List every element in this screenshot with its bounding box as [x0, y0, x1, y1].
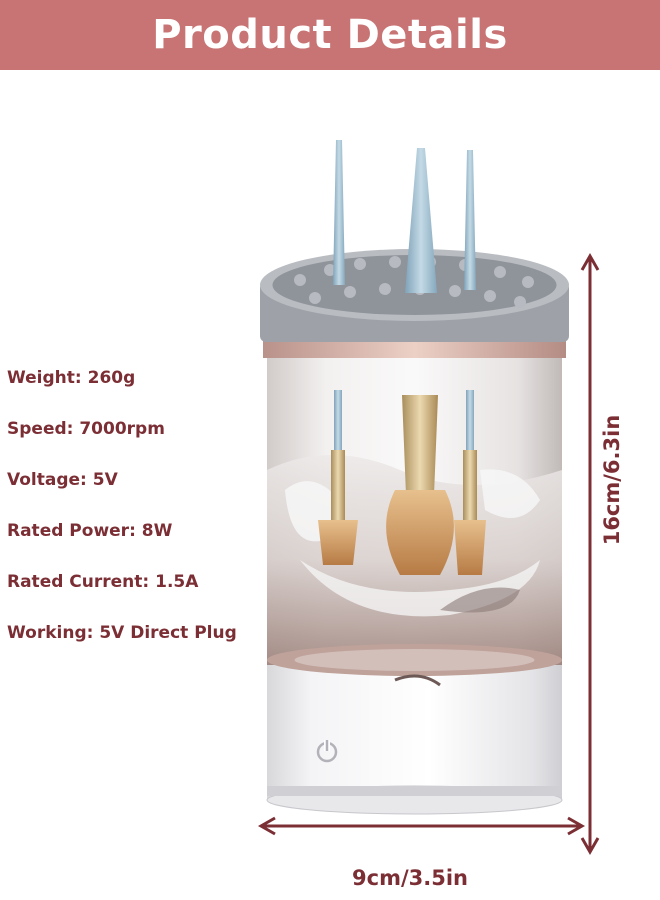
dimension-arrow-icon [257, 816, 586, 836]
spec-voltage: Voltage: 5V [7, 470, 118, 490]
spec-working: Working: 5V Direct Plug [7, 623, 237, 643]
brush-center [386, 395, 454, 575]
spec-rated-power: Rated Power: 8W [7, 521, 173, 541]
base-unit [266, 660, 563, 815]
spec-list: Weight: 260g Speed: 7000rpm Voltage: 5V … [7, 366, 237, 672]
spec-rated-current: Rated Current: 1.5A [7, 572, 199, 592]
trim-ring [263, 340, 566, 358]
power-icon [316, 740, 338, 763]
spec-weight: Weight: 260g [7, 368, 136, 388]
height-label: 16cm/6.3in [600, 414, 624, 546]
page-title: Product Details [152, 12, 508, 58]
width-label: 9cm/3.5in [352, 866, 468, 890]
brush-handles-top [333, 140, 476, 293]
spec-speed: Speed: 7000rpm [7, 419, 165, 439]
brush-left [318, 390, 358, 565]
brush-right [454, 390, 486, 575]
header-banner: Product Details [0, 0, 660, 70]
dimension-arrow-icon [580, 252, 600, 856]
